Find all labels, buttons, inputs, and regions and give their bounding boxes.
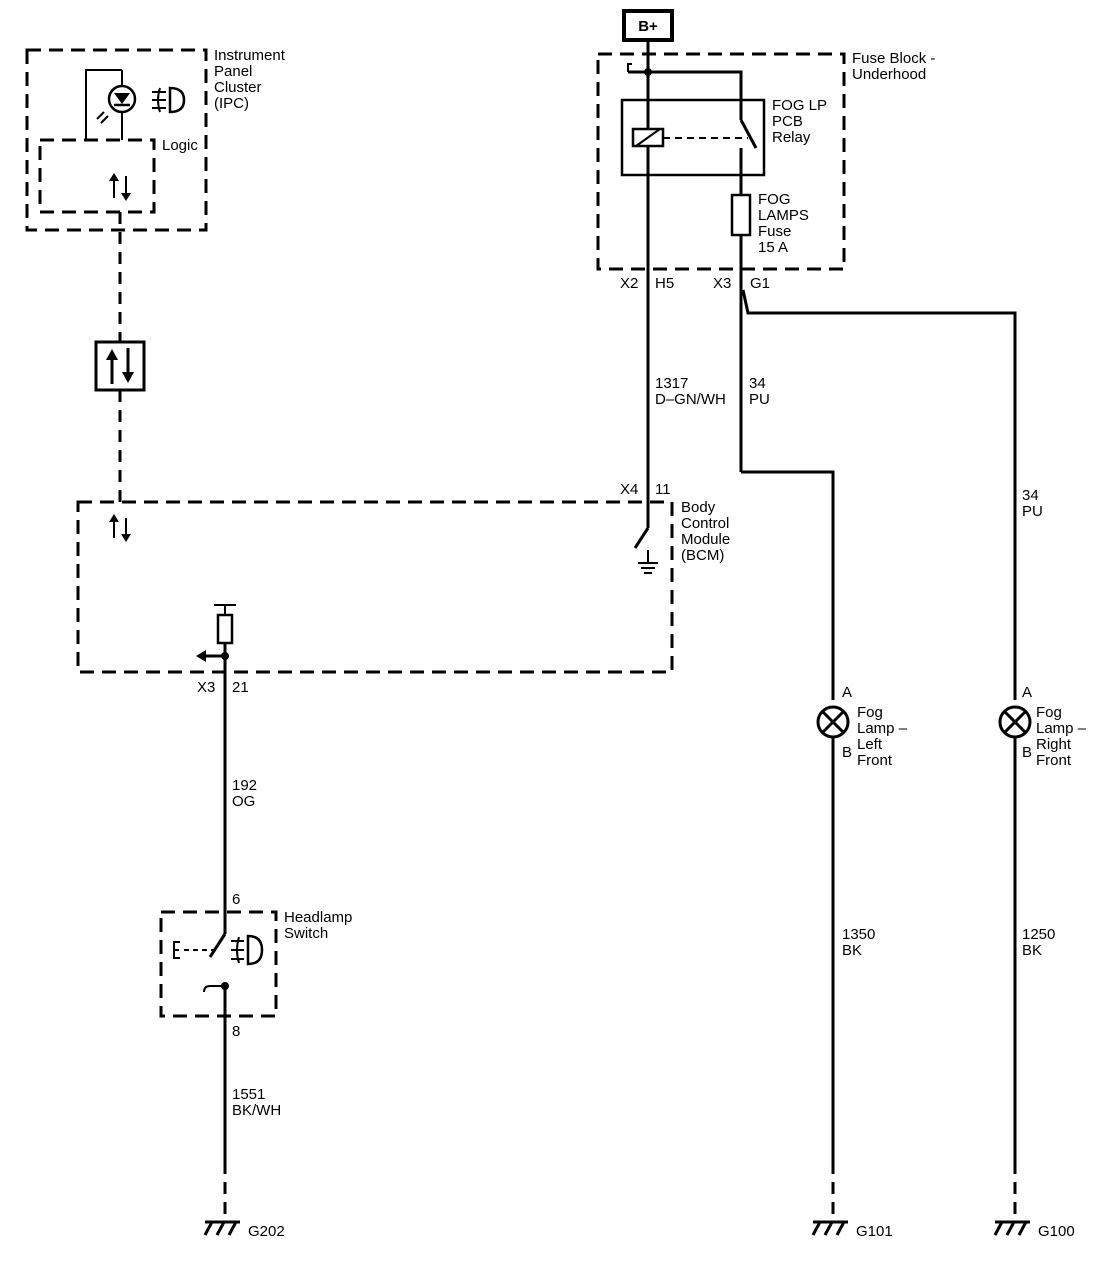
battery-positive: B+	[622, 9, 674, 42]
fuse-label: FOG LAMPS Fuse 15 A	[758, 191, 813, 256]
headlamp-switch: Headlamp Switch 6 8	[159, 891, 357, 1040]
wire-1250-label: 1250 BK	[1022, 926, 1060, 959]
ground-g202: G202	[203, 1220, 285, 1240]
fog-lamp-left-title: Fog Lamp – Left Front	[857, 704, 911, 769]
headlamp-switch-outline	[159, 910, 278, 1018]
ipc-logic-label: Logic	[162, 137, 198, 154]
relay-label: FOG LP PCB Relay	[772, 97, 831, 146]
wire-1350-label: 1350 BK	[842, 926, 880, 959]
bcm-driver-switch-icon	[633, 502, 658, 574]
ipc-data-arrows-icon	[109, 173, 131, 201]
fog-lamp-left-front: A B Fog Lamp – Left Front	[816, 684, 911, 769]
ipc-logic-box	[38, 138, 156, 214]
wire-1317-label: 1317 D–GN/WH	[655, 375, 726, 408]
relay-coil-diagonal	[635, 128, 661, 147]
fog-right-pin-a: A	[1022, 684, 1032, 701]
fuse-block-outline	[596, 52, 846, 271]
bcm-pin-x4: X4	[620, 481, 638, 498]
switch-actuator-icon	[173, 941, 180, 959]
body-control-module: Body Control Module (BCM) X4 11 X3 21	[76, 481, 734, 696]
headlamp-symbol-icon	[231, 934, 264, 966]
ground-g202-icon	[203, 1220, 240, 1236]
ipc-outline	[25, 48, 208, 232]
fog-left-pin-b: B	[842, 744, 852, 761]
input-arrow-icon	[196, 650, 206, 662]
fog-right-pin-b: B	[1022, 744, 1032, 761]
bcm-title: Body Control Module (BCM)	[681, 499, 734, 564]
serial-data-arrows-icon	[94, 340, 146, 392]
bcm-data-arrows-icon	[109, 514, 131, 542]
bcm-pin-x3: X3	[197, 679, 215, 696]
ground-g100: G100	[993, 1220, 1075, 1240]
bcm-outline	[76, 500, 674, 674]
ground-g100-icon	[993, 1220, 1030, 1236]
headlamp-switch-pin-8: 8	[232, 1023, 240, 1040]
relay-housing	[620, 98, 766, 177]
pin-g1: G1	[750, 275, 770, 292]
instrument-panel-cluster: Instrument Panel Cluster (IPC) Logic	[25, 47, 289, 232]
wire-1551-label: 1551 BK/WH	[232, 1086, 281, 1119]
relay-switch-icon	[739, 119, 758, 149]
headlamp-switch-pin-6: 6	[232, 891, 240, 908]
pin-x3-fuse: X3	[713, 275, 731, 292]
fuse-block-underhood: Fuse Block - Underhood FOG LP PCB Relay …	[596, 50, 940, 292]
battery-label: B+	[638, 18, 658, 35]
ground-g101: G101	[811, 1220, 893, 1240]
pin-x2: X2	[620, 275, 638, 292]
wire-34-label-a: 34 PU	[749, 375, 770, 408]
bcm-pin-21: 21	[232, 679, 249, 696]
wire-192-label: 192 OG	[232, 777, 261, 810]
fuse-block-title: Fuse Block - Underhood	[852, 50, 940, 83]
fuse-icon	[730, 193, 752, 237]
wire-34-label-b: 34 PU	[1022, 487, 1043, 520]
fog-lamp-right-title: Fog Lamp – Right Front	[1036, 704, 1090, 769]
headlamp-switch-contact-icon	[208, 933, 227, 958]
fog-lamp-symbol-icon	[152, 86, 186, 114]
pin-h5: H5	[655, 275, 674, 292]
fog-lamp-right-front: A B Fog Lamp – Right Front	[998, 684, 1090, 769]
ground-g202-label: G202	[248, 1223, 285, 1240]
ground-g100-label: G100	[1038, 1223, 1075, 1240]
ground-g101-label: G101	[856, 1223, 893, 1240]
bcm-pin-11: 11	[655, 481, 671, 498]
fuse-block-wiring	[627, 40, 1017, 700]
bcm-input-circuit	[196, 604, 236, 672]
pull-up-resistor-icon	[216, 613, 234, 645]
ground-g101-icon	[811, 1220, 848, 1236]
headlamp-switch-title: Headlamp Switch	[284, 909, 357, 942]
ipc-title: Instrument Panel Cluster (IPC)	[214, 47, 289, 112]
led-indicator-icon	[96, 84, 137, 124]
fog-left-pin-a: A	[842, 684, 852, 701]
